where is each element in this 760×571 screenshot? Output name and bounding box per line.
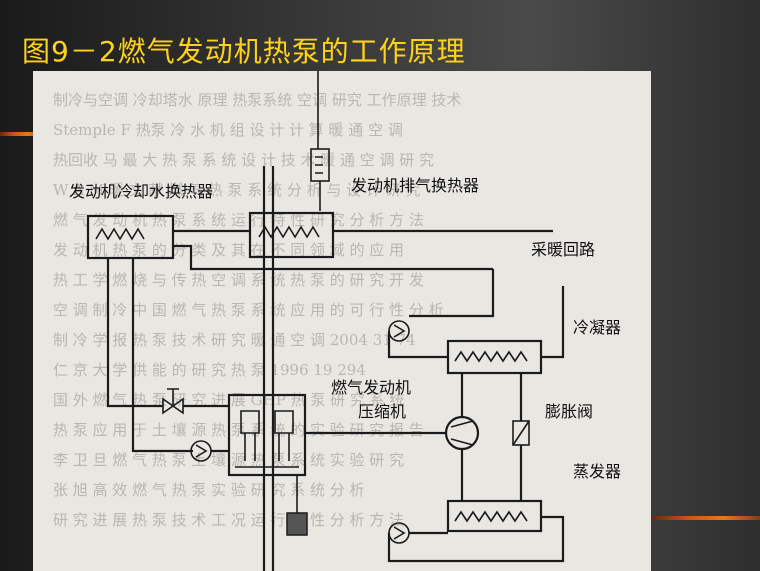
bleed-through-text: 制冷与空调 冷却塔水 原理 热泵系统 空调 研究 工作原理 技术 Stemple… [53,91,461,529]
three-way-valve [162,388,229,415]
svg-text:制 冷 学 报 热 泵 技 术 研 究 暖 通 空 调 20: 制 冷 学 报 热 泵 技 术 研 究 暖 通 空 调 2004 31 74 [53,331,416,349]
svg-text:张 旭 高 效 燃 气 热 泵 实 验 研 究 系 统 分: 张 旭 高 效 燃 气 热 泵 实 验 研 究 系 统 分 析 [53,481,365,499]
coolant-heat-exchanger [86,214,175,260]
exhaust-heat-exchanger [248,211,335,259]
compressor [444,415,480,451]
svg-text:Stemple F 热泵 冷 水 机 组 设 计 计 算 暖: Stemple F 热泵 冷 水 机 组 设 计 计 算 暖 通 空 调 [53,121,403,139]
evaporator [446,499,543,533]
exhaust-silencer [310,71,330,211]
coolant-pump [190,440,229,462]
condenser-label: 冷凝器 [573,318,621,337]
svg-text:研 究 进 展 热 泵 技 术 工 况 运 行 特 性 分: 研 究 进 展 热 泵 技 术 工 况 运 行 特 性 分 析 方 法 [53,511,404,529]
svg-text:制冷与空调 冷却塔水 原理 热泵系统 空调 研究 工作原理: 制冷与空调 冷却塔水 原理 热泵系统 空调 研究 工作原理 技术 [53,91,461,109]
accent-stripe-right [652,516,760,520]
compressor-label: 压缩机 [358,402,406,421]
svg-text:热 工 学 燃 烧 与 传 热 空 调 系 统 热 泵 的: 热 工 学 燃 烧 与 传 热 空 调 系 统 热 泵 的 研 究 开 发 [53,271,424,289]
evaporator-label: 蒸发器 [573,462,621,481]
svg-text:发 动 机 热 泵 的 分 类 及 其 在 不 同 领 域: 发 动 机 热 泵 的 分 类 及 其 在 不 同 领 域 的 应 用 [53,241,404,259]
diagram-scan: 制冷与空调 冷却塔水 原理 热泵系统 空调 研究 工作原理 技术 Stemple… [33,71,651,571]
gas-engine-label: 燃气发动机 [331,378,411,397]
svg-text:热回收 马 最 大 热 泵 系 统 设 计 技 术 暖 通: 热回收 马 最 大 热 泵 系 统 设 计 技 术 暖 通 空 调 研 究 [53,151,434,169]
heating-loop-return [173,244,493,271]
coolant-loop-inner [131,258,193,453]
expansion-valve-label: 膨胀阀 [545,402,593,421]
accent-stripe-left [0,132,42,136]
coolant-hx-label: 发动机冷却水换热器 [69,182,213,201]
heat-pump-diagram: 制冷与空调 冷却塔水 原理 热泵系统 空调 研究 工作原理 技术 Stemple… [53,71,621,571]
heating-loop-label: 采暖回路 [531,240,595,259]
svg-text:燃 气 发 动 机 热 泵 系 统 运 行 特 性 研 究: 燃 气 发 动 机 热 泵 系 统 运 行 特 性 研 究 分 析 方 法 [53,211,424,229]
heating-return-line [409,269,495,318]
condenser-inlet [387,331,448,359]
coolant-loop-left [106,258,163,408]
condenser [446,339,543,375]
exhaust-hx-label: 发动机排气换热器 [351,176,479,195]
expansion-valve [512,420,530,446]
svg-text:W A M 暖 文 献 燃 气 热 泵 系 统 分 析 与: W A M 暖 文 献 燃 气 热 泵 系 统 分 析 与 设 计 研 究 [53,181,420,199]
gas-engine [227,393,307,477]
evaporator-loop [387,515,565,563]
svg-text:热 泵 应 用 于 土 壤 源 热 泵 系 统 的 实 验: 热 泵 应 用 于 土 壤 源 热 泵 系 统 的 实 验 研 究 报 告 [53,421,424,439]
condenser-outlet [541,286,565,359]
svg-text:仁 京 大 学 供 能 的 研 究 热 泵 1996 19: 仁 京 大 学 供 能 的 研 究 热 泵 1996 19 294 [53,361,366,379]
svg-text:空 调 制 冷 中 国 燃 气 热 泵 系 统 应 用 的: 空 调 制 冷 中 国 燃 气 热 泵 系 统 应 用 的 可 行 性 分 析 [53,301,444,319]
fuel-supply-block [286,512,308,536]
slide-title: 图9－2燃气发动机热泵的工作原理 [22,35,466,68]
